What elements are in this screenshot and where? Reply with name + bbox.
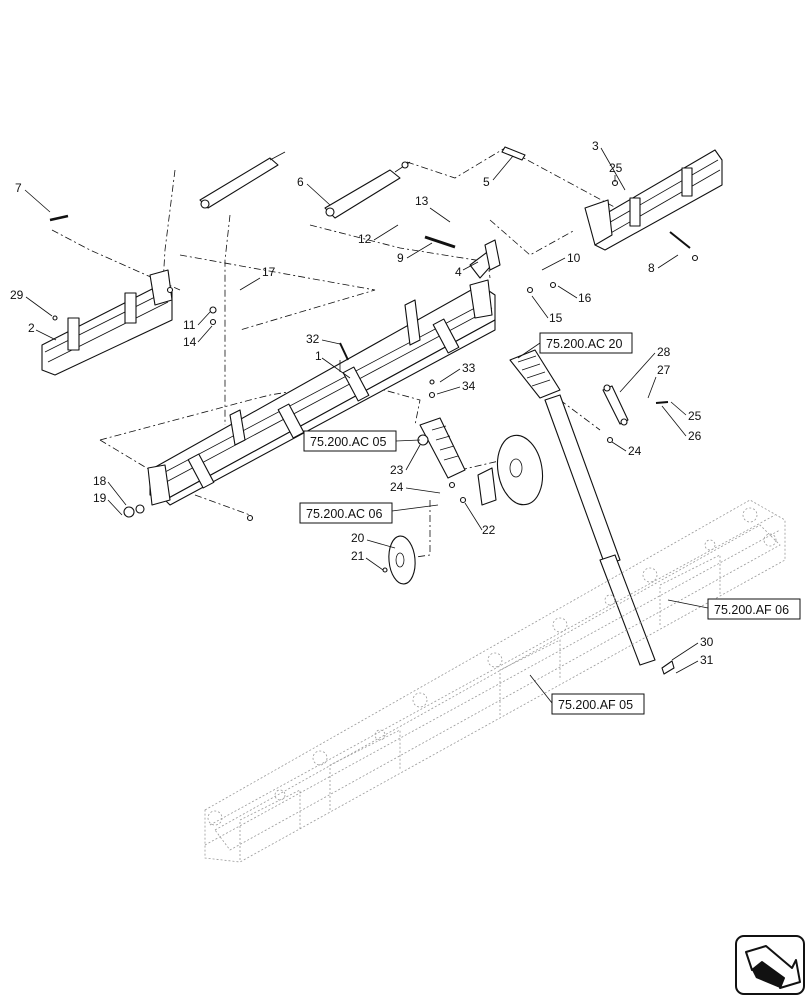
callout-20: 20 [351,531,365,545]
callout-26: 26 [688,429,702,443]
callout-21: 21 [351,549,365,563]
callout-27: 27 [657,363,671,377]
callout-25-lower: 25 [688,409,702,423]
ref-75-200-af-05[interactable]: 75.200.AF 05 [529,674,645,715]
main-toolbar-frame [147,279,496,506]
hardware-bits [49,179,699,675]
spring-assembly [509,349,561,399]
callout-2: 2 [28,321,35,335]
callout-29: 29 [10,288,24,302]
svg-text:75.200.AC 20: 75.200.AC 20 [546,337,622,351]
disc-blade-lower [388,535,416,585]
callout-11: 11 [183,318,196,332]
callout-16: 16 [578,291,592,305]
callout-labels: 1 2 3 4 5 6 7 8 9 10 11 12 13 14 15 16 1 [10,139,714,674]
callout-24-right: 24 [628,444,642,458]
callout-15: 15 [549,311,563,325]
callout-34: 34 [462,379,476,393]
callout-23: 23 [390,463,404,477]
callout-3: 3 [592,139,599,153]
hydraulic-cylinder-left [199,151,286,209]
ref-75-200-ac-20[interactable]: 75.200.AC 20 [517,332,633,359]
callout-19: 19 [93,491,107,505]
callout-25-upper: 25 [609,161,623,175]
pin-part-9 [424,235,456,249]
callout-24-left: 24 [390,480,404,494]
callout-4: 4 [455,265,462,279]
svg-text:75.200.AF 05: 75.200.AF 05 [558,698,633,712]
callout-6: 6 [297,175,304,189]
svg-text:75.200.AF 06: 75.200.AF 06 [714,603,789,617]
right-wing-bar [584,149,723,251]
callout-7: 7 [15,181,22,195]
ref-75-200-af-06[interactable]: 75.200.AF 06 [667,598,801,620]
callout-13: 13 [415,194,429,208]
disc-arm-assembly [417,417,466,479]
page-navigation-arrow-icon[interactable] [735,935,805,995]
callout-14: 14 [183,335,197,349]
callout-17: 17 [262,265,276,279]
assembly-lines [51,147,621,561]
shock-absorber [602,384,629,426]
callout-5: 5 [483,175,490,189]
callout-33: 33 [462,361,476,375]
callout-9: 9 [397,251,404,265]
left-wing-bar [41,269,173,376]
hitch-bracket [469,239,501,279]
disc-blade-center [477,434,544,506]
gang-arm [544,394,656,666]
callout-1: 1 [315,349,322,363]
callout-22: 22 [482,523,496,537]
callout-8: 8 [648,261,655,275]
callout-18: 18 [93,474,107,488]
callout-31: 31 [700,653,714,667]
hydraulic-cylinder-upper [324,161,411,219]
pin-part-5 [501,146,526,161]
disc-gang-assembly [204,499,786,863]
callout-10: 10 [567,251,581,265]
ref-75-200-ac-06[interactable]: 75.200.AC 06 [299,502,439,524]
callout-28: 28 [657,345,671,359]
ref-75-200-ac-05[interactable]: 75.200.AC 05 [303,430,421,452]
callout-12: 12 [358,232,372,246]
svg-text:75.200.AC 05: 75.200.AC 05 [310,435,386,449]
callout-32: 32 [306,332,320,346]
svg-text:75.200.AC 06: 75.200.AC 06 [306,507,382,521]
callout-30: 30 [700,635,714,649]
